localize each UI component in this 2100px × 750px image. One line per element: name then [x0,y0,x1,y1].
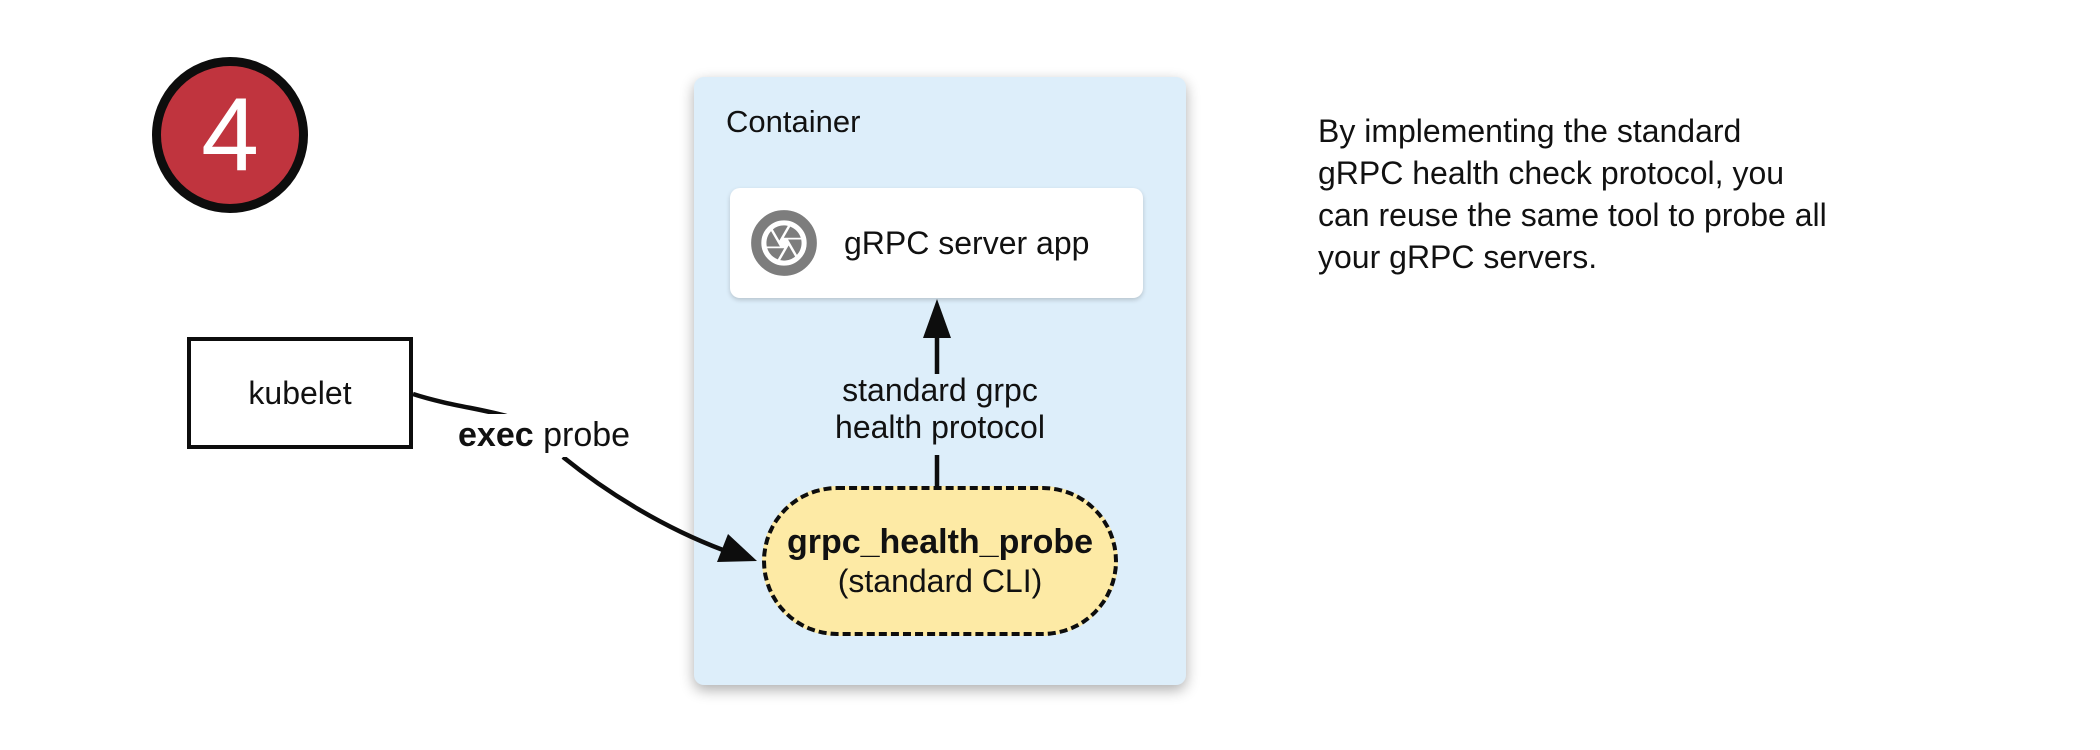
grpc-server-card: gRPC server app [730,188,1143,298]
grpc-server-label: gRPC server app [844,224,1090,261]
health-protocol-label: standard grpc health protocol [835,372,1045,445]
container-title: Container [726,104,861,139]
step-badge: 4 [152,57,308,213]
probe-name: grpc_health_probe [786,523,1094,561]
probe-subtitle: (standard CLI) [837,563,1043,599]
step-number: 4 [201,77,259,193]
exec-probe-label-bold: exec [458,416,534,454]
exec-probe-label: exec probe [450,414,639,457]
grpc-health-probe-node: grpc_health_probe (standard CLI) [762,486,1118,636]
note-paragraph: By implementing the standard gRPC health… [1318,113,1827,275]
kubelet-node: kubelet [187,337,413,449]
kubelet-label: kubelet [248,374,352,411]
aperture-icon [751,210,817,276]
exec-probe-label-rest: probe [533,416,631,454]
